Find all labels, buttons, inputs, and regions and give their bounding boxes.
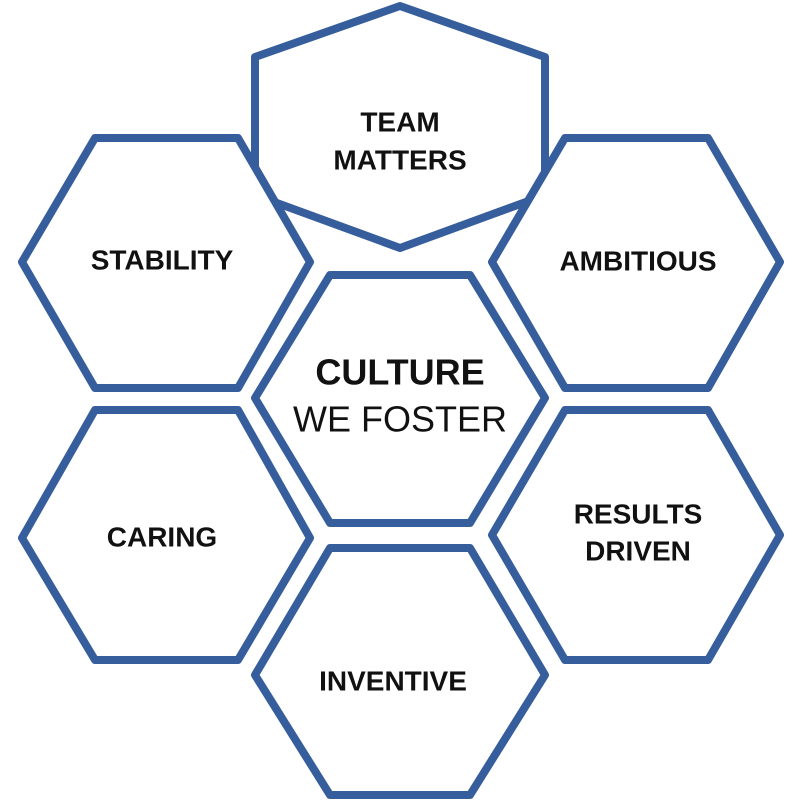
label-team-line2: MATTERS [333, 144, 466, 175]
hex-ambitious-shape [488, 134, 784, 392]
hex-ambitious [488, 134, 784, 392]
hex-results-driven [488, 406, 784, 664]
label-team-line1: TEAM [360, 106, 439, 137]
hex-inventive [251, 544, 549, 799]
label-caring: CARING [107, 521, 217, 552]
hex-center [251, 271, 549, 527]
label-center-line1: CULTURE [315, 352, 484, 393]
label-results-line1: RESULTS [574, 498, 703, 529]
hex-team-matters-shape [251, 2, 549, 252]
hex-stability-shape [18, 134, 314, 392]
label-center-line2: WE FOSTER [293, 399, 507, 440]
hex-stability [18, 134, 314, 392]
label-results-line2: DRIVEN [585, 535, 691, 566]
hex-team-matters [251, 2, 549, 252]
label-ambitious: AMBITIOUS [559, 245, 716, 276]
hex-caring-shape [18, 406, 314, 664]
label-inventive: INVENTIVE [319, 665, 467, 696]
label-stability: STABILITY [91, 244, 234, 275]
hex-results-driven-shape [488, 406, 784, 664]
hex-caring [18, 406, 314, 664]
hex-inventive-shape [251, 544, 549, 799]
hex-center-shape [251, 271, 549, 527]
